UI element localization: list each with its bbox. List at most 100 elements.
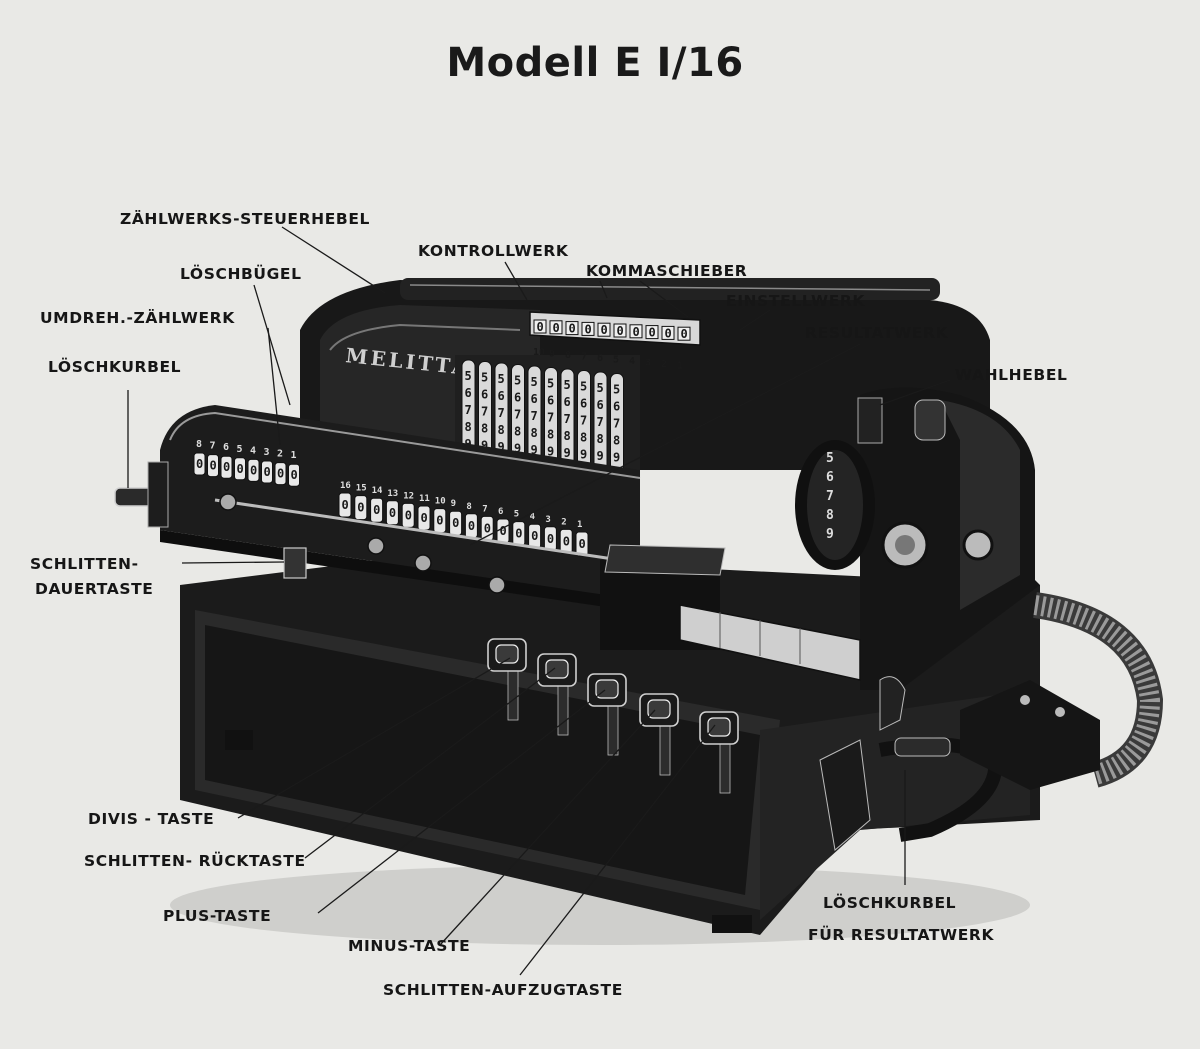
counter-window: [193, 452, 206, 476]
drum-digit: 8: [597, 432, 604, 446]
drum-digit: 9: [498, 440, 505, 454]
drum-digit: 9: [564, 446, 571, 460]
drum-digit: 8: [564, 429, 571, 443]
drum-digit: 9: [547, 445, 554, 459]
drum-digit: 9: [481, 439, 488, 453]
drum-digit: 9: [613, 451, 620, 465]
setting-position-number: 1: [677, 361, 683, 372]
result-position-number: 12: [403, 491, 414, 501]
function-keys: [487, 638, 739, 794]
drum-digit: 7: [547, 411, 554, 425]
drum-digit: 6: [514, 391, 521, 405]
counter-position-number: 7: [210, 441, 216, 452]
kontroll-digit: 0: [569, 322, 576, 336]
result-position-number: 14: [372, 486, 383, 496]
labels: ZÄHLWERKS-STEUERHEBEL KONTROLLWERK KOMMA…: [30, 209, 1068, 999]
counter-position-number: 5: [237, 444, 243, 455]
result-position-number: 16: [340, 481, 351, 491]
setting-position-number: 6: [597, 353, 603, 364]
kontroll-window: [549, 320, 563, 335]
setting-position-number: 5: [613, 355, 619, 366]
setting-position-number: 4: [629, 356, 635, 367]
drum-digit: 5: [613, 383, 620, 397]
drum-digit: 9: [514, 442, 521, 456]
kontroll-window: [565, 321, 579, 336]
label-schlitten-dauertaste-1: SCHLITTEN-: [30, 555, 139, 573]
result-digit: 0: [389, 506, 396, 520]
result-digit: 0: [421, 511, 428, 525]
kontroll-digit: 0: [585, 322, 592, 336]
label-kontrollwerk: KONTROLLWERK: [418, 242, 569, 260]
result-position-number: 6: [498, 507, 503, 517]
counter-digit: 0: [250, 463, 257, 477]
counter-position-number: 3: [264, 447, 270, 458]
power-cable: [960, 592, 1164, 790]
label-loeschkurbel-resultat-1: LÖSCHKURBEL: [823, 893, 956, 912]
base-shadow: [170, 865, 1030, 945]
counter-position-number: 8: [196, 439, 202, 450]
result-digit: 0: [405, 508, 412, 522]
drum-digit: 5: [597, 381, 604, 395]
carriage-block: [600, 544, 861, 681]
result-position-number: 1: [577, 520, 582, 530]
result-digit: 0: [357, 501, 364, 515]
drum-digit: 6: [531, 392, 538, 406]
result-position-number: 5: [514, 510, 519, 520]
counter-digit: 0: [223, 460, 230, 474]
result-window: [338, 492, 352, 518]
result-digit: 0: [342, 498, 349, 512]
drum-digit: 9: [597, 449, 604, 463]
drum-digit: 5: [564, 378, 571, 392]
kontroll-window: [661, 325, 675, 340]
page-title: Modell E I/16: [446, 40, 744, 86]
result-digit: 0: [500, 524, 507, 538]
result-position-number: 4: [530, 512, 536, 522]
drum-digit: 6: [597, 398, 604, 412]
counter-window: [261, 460, 273, 484]
drum-digit: 8: [465, 420, 472, 434]
counter-position-number: 1: [291, 450, 297, 461]
drum-digit: 6: [580, 397, 587, 411]
label-umdreh-zaehlwerk: UMDREH.-ZÄHLWERK: [40, 308, 235, 327]
kontroll-window: [645, 325, 659, 340]
drum-digit: 7: [465, 403, 472, 417]
drum-digit: 6: [547, 394, 554, 408]
counter-window: [220, 455, 233, 479]
label-wahlhebel: WAHLHEBEL: [955, 366, 1068, 384]
calculating-machine: MELITTA 56789567895678956789567895678956…: [114, 278, 1164, 945]
drum-digit: 6: [613, 400, 620, 414]
drum-digit: 8: [547, 428, 554, 442]
right-drum-digit: 6: [826, 470, 834, 485]
result-digit: 0: [515, 527, 522, 541]
key-icon: [495, 644, 519, 664]
right-drum-digit: 5: [826, 451, 834, 466]
result-window: [575, 531, 589, 557]
label-kommaschieber: KOMMASCHIEBER: [586, 262, 747, 280]
counter-digit: 0: [277, 467, 284, 481]
result-digit: 0: [373, 503, 380, 517]
result-position-number: 8: [466, 502, 471, 512]
kontroll-window: [581, 321, 595, 336]
key-icon: [545, 659, 569, 679]
wahlhebel-lever: [857, 397, 946, 444]
result-position-number: 15: [356, 484, 367, 494]
kontroll-window: [613, 323, 627, 338]
drum-digit: 6: [465, 386, 472, 400]
kontroll-digit: 0: [553, 321, 560, 335]
drum-digit: 5: [498, 372, 505, 386]
right-drum-digit: 7: [826, 489, 834, 504]
kontroll-digit: 0: [617, 324, 624, 338]
right-drum-digit: 9: [826, 527, 834, 542]
counter-digit: 0: [237, 462, 244, 476]
drum-digit: 5: [580, 380, 587, 394]
result-window: [370, 497, 384, 523]
drum-digit: 9: [580, 448, 587, 462]
label-loeschbuegel: LÖSCHBÜGEL: [180, 264, 302, 283]
setting-position-number: 7: [581, 352, 587, 363]
drum-digit: 7: [531, 409, 538, 423]
counter-position-number: 2: [277, 449, 283, 460]
drum-digit: 5: [481, 371, 488, 385]
leader-lines: [127, 226, 951, 976]
drum-digit: 5: [531, 375, 538, 389]
